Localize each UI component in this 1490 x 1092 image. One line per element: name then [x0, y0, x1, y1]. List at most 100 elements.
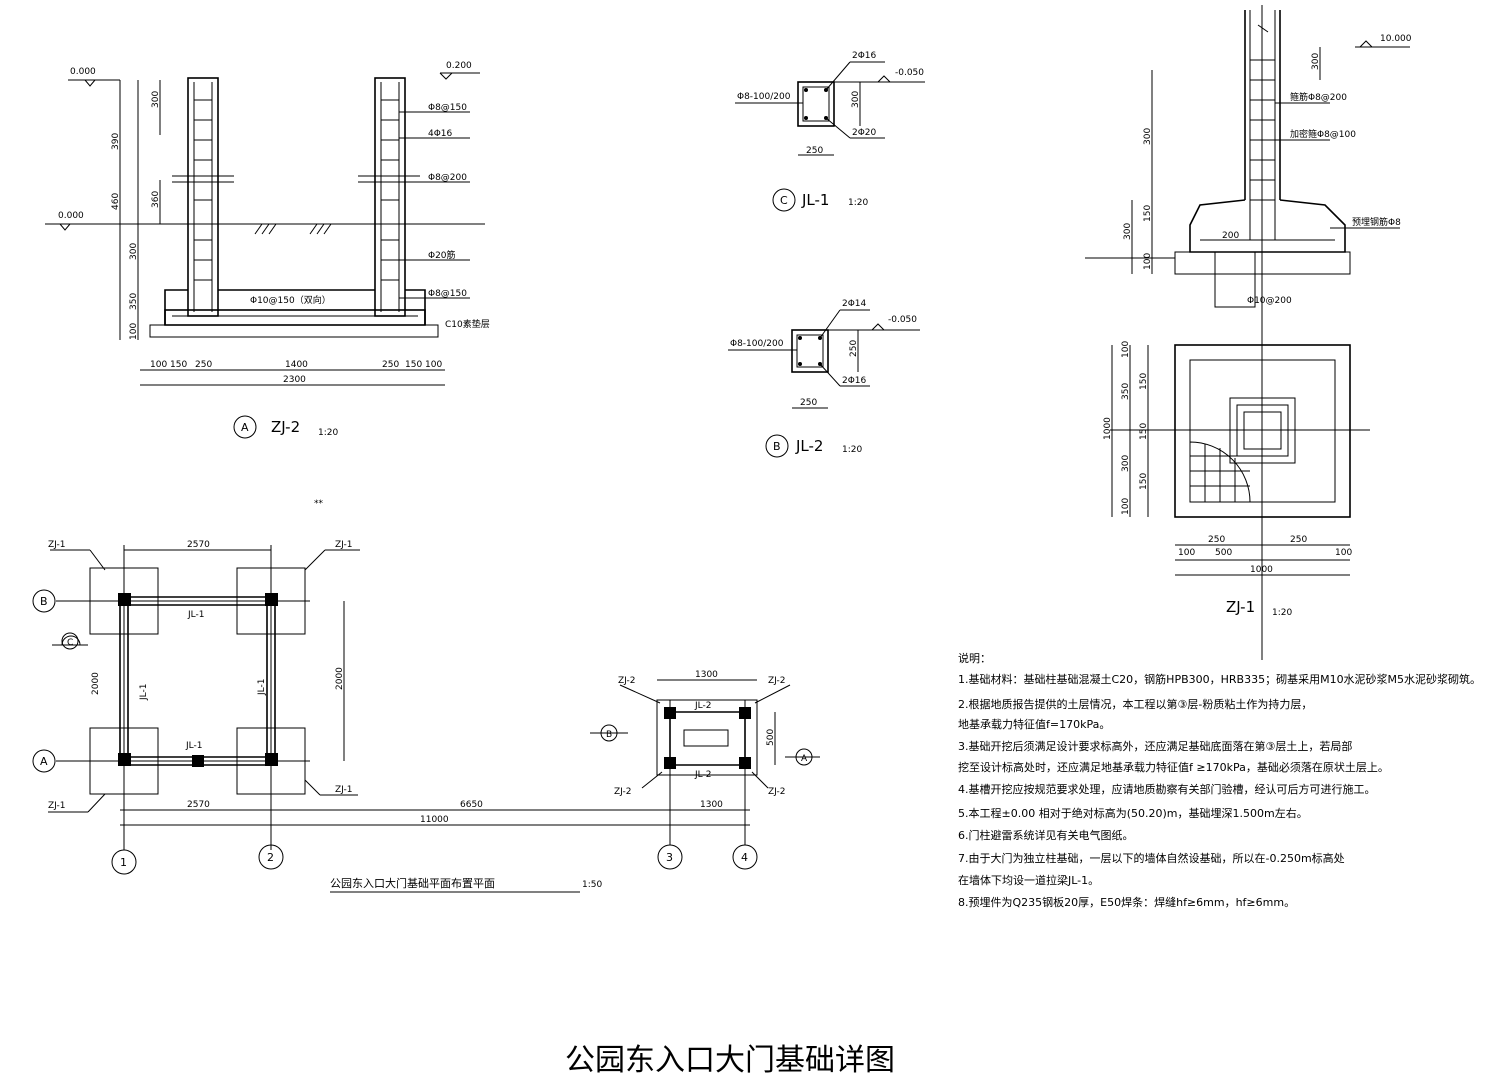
note-11: 8.预埋件为Q235钢板20厚，E50焊条：焊缝hf≥6mm，hf≥6mm。: [958, 895, 1295, 909]
dim-v-a-2: 460: [111, 193, 121, 210]
zj1-plan-h-2: 500: [1215, 548, 1232, 558]
zj1-plan-v-6: 150: [1139, 473, 1149, 490]
jl2-top-bar: 2Φ14: [842, 299, 867, 309]
note-4: 3.基础开挖后须满足设计要求标高外，还应满足基础底面落在第③层土上，若局部: [958, 739, 1352, 753]
jl2-bottom-bar: 2Φ16: [842, 376, 867, 386]
section-mark-c: C: [67, 638, 73, 648]
zj1-label: ZJ-1: [1226, 598, 1255, 616]
jl1-w: 250: [806, 146, 823, 156]
dim-side: 2000: [335, 667, 345, 690]
tag-zj2-c: ZJ-2: [614, 787, 631, 797]
callout-2: 4Φ16: [428, 129, 453, 139]
zj1-plan-v-2: 150: [1139, 373, 1149, 390]
note-9: 7.由于大门为独立柱基础，一层以下的墙体自然设基础，所以在-0.250m标高处: [958, 851, 1345, 865]
note-3: 地基承载力特征值f=170kPa。: [958, 717, 1110, 731]
slab-note: Φ10@150（双向）: [250, 294, 331, 306]
zj1-elev-top: 10.000: [1380, 34, 1412, 44]
zj1-plan-h-4: 100: [1335, 548, 1352, 558]
zj1-plan-v-3: 1000: [1103, 417, 1113, 440]
zj1-callout-1: 箍筋Φ8@200: [1290, 91, 1347, 103]
dim-v-a-3: 300: [129, 243, 139, 260]
detail-a-label: ZJ-2: [271, 418, 300, 436]
tag-zj2-a: ZJ-2: [618, 676, 635, 686]
detail-b-scale: 1:20: [842, 445, 862, 455]
zj1-plan-v-4: 150: [1139, 423, 1149, 440]
dim-span: 6650: [460, 800, 483, 810]
zj1-plan-v-0: 100: [1121, 341, 1131, 358]
note-7: 5.本工程±0.00 相对于绝对标高为(50.20)m，基础埋深1.500m左右…: [958, 806, 1308, 820]
note-8: 6.门柱避雷系统详见有关电气图纸。: [958, 828, 1134, 842]
zj1-dim-200: 200: [1222, 231, 1239, 241]
axis-B: B: [40, 595, 48, 608]
beam-label-3: JL-1: [139, 684, 149, 701]
dim-total-a: 2300: [283, 375, 306, 385]
dim-total: 11000: [420, 815, 449, 825]
plan-caption: 公园东入口大门基础平面布置平面: [330, 876, 495, 890]
plan-scale: 1:50: [582, 880, 602, 890]
dim-h-a-6: 100: [425, 360, 442, 370]
callout-4: Φ20筋: [428, 249, 456, 261]
dim-top: 2570: [187, 540, 210, 550]
jl1-top-bar: 2Φ16: [852, 51, 877, 61]
section-mark-a: A: [801, 754, 808, 764]
detail-c-scale: 1:20: [848, 198, 868, 208]
detail-c-label: JL-1: [801, 191, 829, 209]
stray-mark: **: [314, 499, 324, 509]
jl1-elev: -0.050: [895, 68, 924, 78]
note-10: 在墙体下均设一道拉梁JL-1。: [958, 873, 1099, 887]
jl1-h: 300: [851, 91, 861, 108]
dim-h-a-0: 100: [150, 360, 167, 370]
detail-c-circle: C: [780, 194, 788, 207]
axis-3: 3: [666, 851, 673, 864]
jl2-w: 250: [800, 398, 817, 408]
callout-3: Φ8@200: [428, 173, 467, 183]
elev-left: 0.000: [70, 67, 96, 77]
dim-h-a-2: 250: [195, 360, 212, 370]
jl1-bottom-bar: 2Φ20: [852, 128, 877, 138]
detail-b-label: JL-2: [795, 437, 823, 455]
tag-zj1-d: ZJ-1: [335, 785, 352, 795]
note-6: 4.基槽开挖应按规范要求处理，应请地质勘察有关部门验槽，经认可后方可进行施工。: [958, 782, 1376, 796]
dim-h-a-4: 250: [382, 360, 399, 370]
zj1-plan-h-0: 100: [1178, 548, 1195, 558]
dim-bot: 2570: [187, 800, 210, 810]
note-5: 挖至设计标高处时，还应满足地基承载力特征值f ≥170kPa，基础必须落在原状土…: [958, 760, 1389, 774]
dim-h-a-1: 150: [170, 360, 187, 370]
detail-b-circle: B: [773, 440, 781, 453]
axis-2: 2: [267, 851, 274, 864]
beam-jl2-bot: JL-2: [694, 770, 711, 780]
dim-side2: 2000: [91, 672, 101, 695]
beam-label-4: JL-1: [257, 679, 267, 696]
dim-h-a-3: 1400: [285, 360, 308, 370]
tag-zj1-b: ZJ-1: [335, 540, 352, 550]
callout-5: Φ8@150: [428, 289, 467, 299]
zj1-dim-v-3: 300: [1123, 223, 1133, 240]
zj1-plan-h-3: 250: [1290, 535, 1307, 545]
zj1-plan-h-1: 250: [1208, 535, 1225, 545]
note-2: 2.根据地质报告提供的土层情况，本工程以第③层-粉质粘土作为持力层，: [958, 697, 1312, 711]
bed-note: C10素垫层: [445, 318, 490, 330]
dim-v-a-5: 100: [129, 323, 139, 340]
zj1-dim-v-1: 300: [1143, 128, 1153, 145]
detail-zj1: 10.000 箍筋Φ8@200 加密箍Φ8@100 预埋钢筋Φ8 Φ10@200…: [1085, 5, 1412, 660]
jl2-h: 250: [849, 340, 859, 357]
detail-c-jl1: 2Φ16 Φ8-100/200 2Φ20 -0.050 300 250 C JL…: [735, 51, 925, 212]
section-mark-b: B: [606, 730, 612, 740]
dim-v-a-4: 350: [129, 293, 139, 310]
zj1-base-rebar: Φ10@200: [1247, 296, 1292, 306]
zj1-scale: 1:20: [1272, 608, 1292, 618]
dim-rtop: 1300: [695, 670, 718, 680]
sheet-title: 公园东入口大门基础详图: [565, 1043, 895, 1078]
tag-zj2-b: ZJ-2: [768, 676, 785, 686]
note-1: 1.基础材料：基础柱基础混凝土C20，钢筋HPB300，HRB335；砌基采用M…: [958, 672, 1481, 686]
dim-h-a-5: 150: [405, 360, 422, 370]
zj1-callout-2: 加密箍Φ8@100: [1290, 128, 1356, 140]
notes-heading: 说明：: [958, 651, 991, 665]
zj1-callout-3: 预埋钢筋Φ8: [1352, 216, 1401, 228]
beam-label-2: JL-1: [185, 741, 202, 751]
dim-v-a-6: 360: [151, 191, 161, 208]
axis-4: 4: [741, 851, 748, 864]
zj1-dim-v-4: 100: [1143, 253, 1153, 270]
zj1-plan-v-7: 100: [1121, 498, 1131, 515]
tag-zj1-c: ZJ-1: [48, 801, 65, 811]
